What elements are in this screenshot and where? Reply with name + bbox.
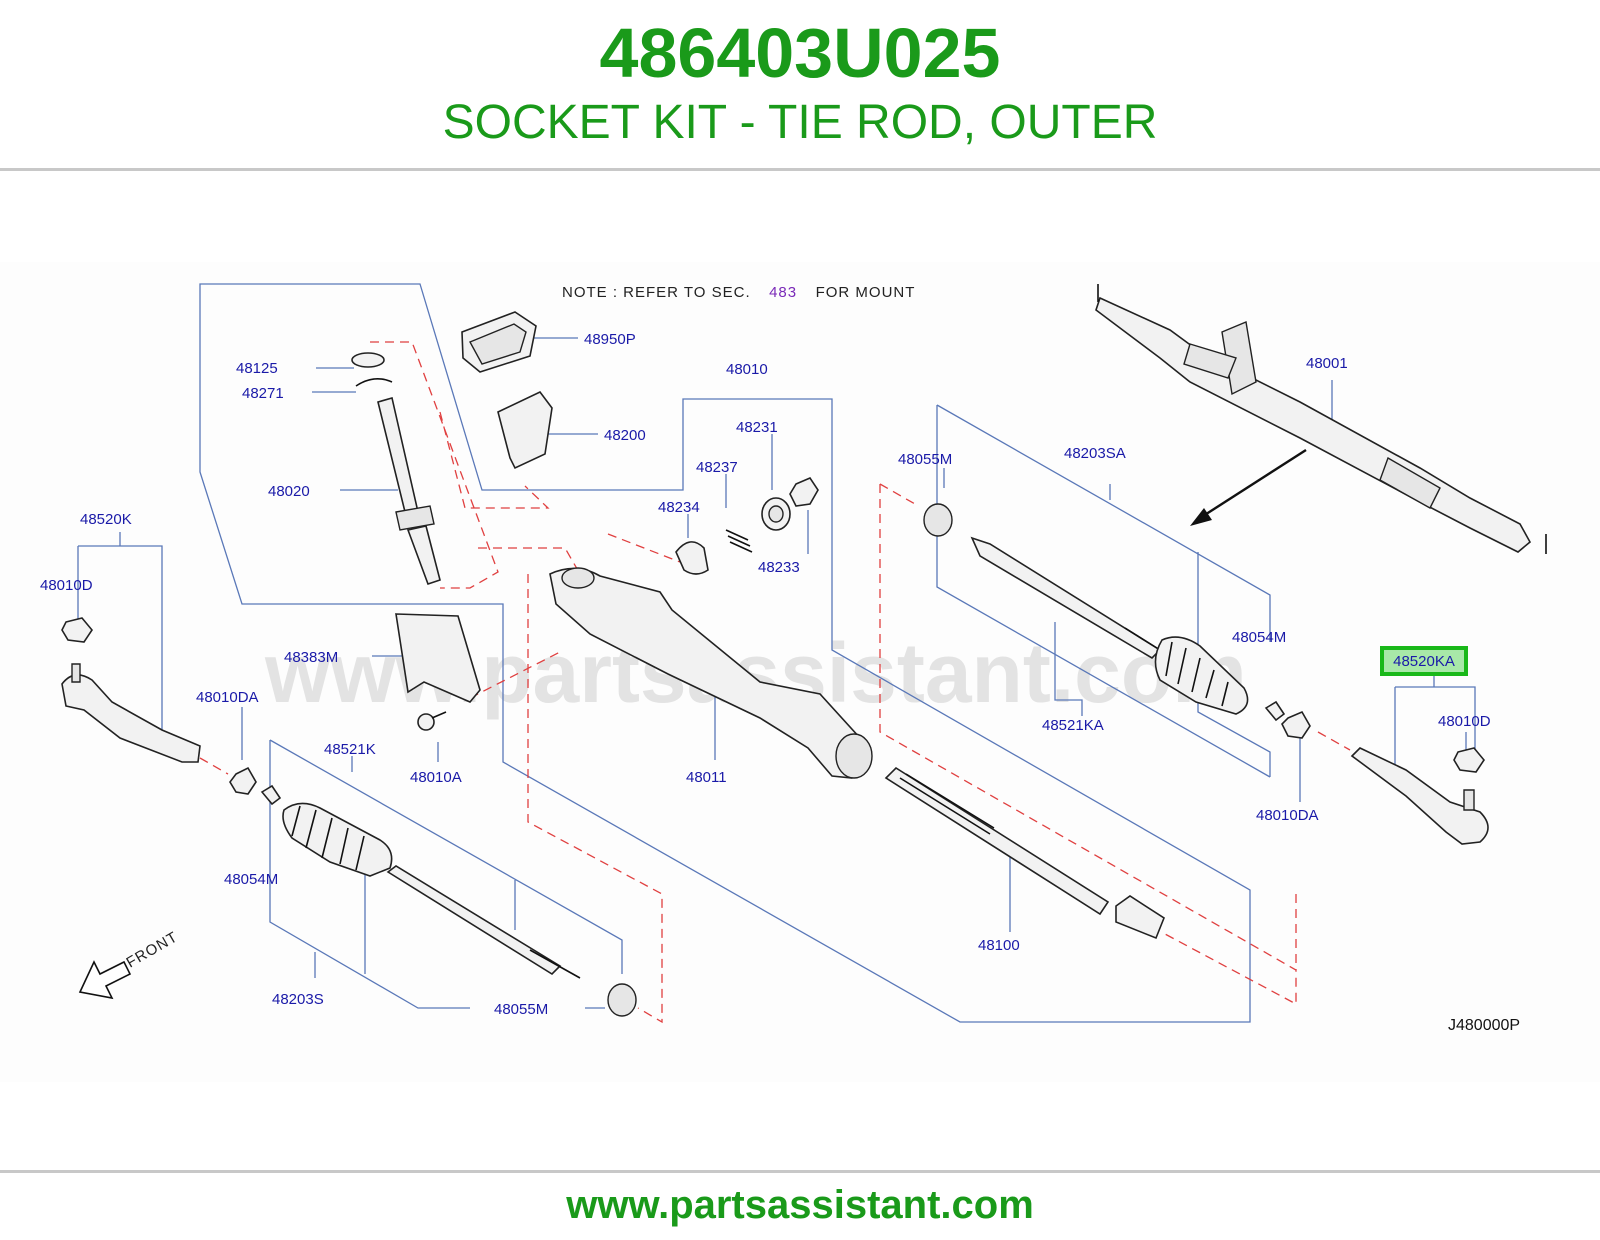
part-label-48054M-left[interactable]: 48054M xyxy=(224,871,278,888)
part-label-48200[interactable]: 48200 xyxy=(604,427,646,444)
note-text: NOTE : REFER TO SEC. 483 FOR MOUNT xyxy=(562,284,915,301)
exploded-parts-diagram: www.partsassistant.com NOTE : REFER TO S… xyxy=(0,262,1600,1082)
drawing-code: J480000P xyxy=(1448,1017,1520,1034)
leader-lines xyxy=(77,283,1476,1023)
part-label-48237[interactable]: 48237 xyxy=(696,459,738,476)
part-label-48011[interactable]: 48011 xyxy=(686,769,727,786)
front-direction-label: FRONT xyxy=(124,928,182,971)
note-prefix: NOTE : REFER TO SEC. xyxy=(562,284,751,301)
part-label-48054M-right[interactable]: 48054M xyxy=(1232,629,1286,646)
part-name-subtitle: SOCKET KIT - TIE ROD, OUTER xyxy=(442,96,1158,149)
part-label-48055M-top[interactable]: 48055M xyxy=(898,451,952,468)
diagram-canvas: www.partsassistant.com NOTE : REFER TO S… xyxy=(40,283,1547,1034)
highlight-box-48520KA xyxy=(1380,646,1468,676)
part-label-48520KA-highlighted[interactable]: 48520KA xyxy=(1393,653,1455,670)
part-label-48010DA-right[interactable]: 48010DA xyxy=(1256,807,1319,824)
part-label-48521K[interactable]: 48521K xyxy=(324,741,376,758)
part-label-48271[interactable]: 48271 xyxy=(242,385,284,402)
part-label-48950P[interactable]: 48950P xyxy=(584,331,636,348)
part-label-48383M[interactable]: 48383M xyxy=(284,649,338,666)
page-header: 486403U025 SOCKET KIT - TIE ROD, OUTER xyxy=(0,0,1600,168)
part-label-48010D-left[interactable]: 48010D xyxy=(40,577,93,594)
part-label-48231[interactable]: 48231 xyxy=(736,419,778,436)
part-label-48521KA[interactable]: 48521KA xyxy=(1042,717,1104,734)
part-shapes xyxy=(61,284,1547,1017)
note-suffix: FOR MOUNT xyxy=(816,284,916,301)
part-label-48203S[interactable]: 48203S xyxy=(272,991,324,1008)
part-label-48234[interactable]: 48234 xyxy=(658,499,700,516)
part-label-48010A[interactable]: 48010A xyxy=(410,769,462,786)
part-label-48233[interactable]: 48233 xyxy=(758,559,800,576)
footer-website-link[interactable]: www.partsassistant.com xyxy=(566,1183,1034,1227)
part-label-48020[interactable]: 48020 xyxy=(268,483,310,500)
part-label-48520K[interactable]: 48520K xyxy=(80,511,132,528)
part-label-48001[interactable]: 48001 xyxy=(1306,355,1348,372)
footer-divider xyxy=(0,1170,1600,1173)
part-label-48100[interactable]: 48100 xyxy=(978,937,1020,954)
callout-labels: 48950P 48125 48271 48200 48020 48010 482… xyxy=(40,331,1491,1018)
part-label-48055M-bottom[interactable]: 48055M xyxy=(494,1001,548,1018)
note-section-link[interactable]: 483 xyxy=(769,284,797,301)
dashed-mount-lines xyxy=(199,341,1351,1024)
part-label-48203SA[interactable]: 48203SA xyxy=(1064,445,1126,462)
part-label-48010D-right[interactable]: 48010D xyxy=(1438,713,1491,730)
part-label-48010[interactable]: 48010 xyxy=(726,361,768,378)
part-number-title: 486403U025 xyxy=(599,14,1001,92)
header-divider xyxy=(0,168,1600,171)
part-label-48010DA-left[interactable]: 48010DA xyxy=(196,689,259,706)
part-label-48125[interactable]: 48125 xyxy=(236,360,278,377)
